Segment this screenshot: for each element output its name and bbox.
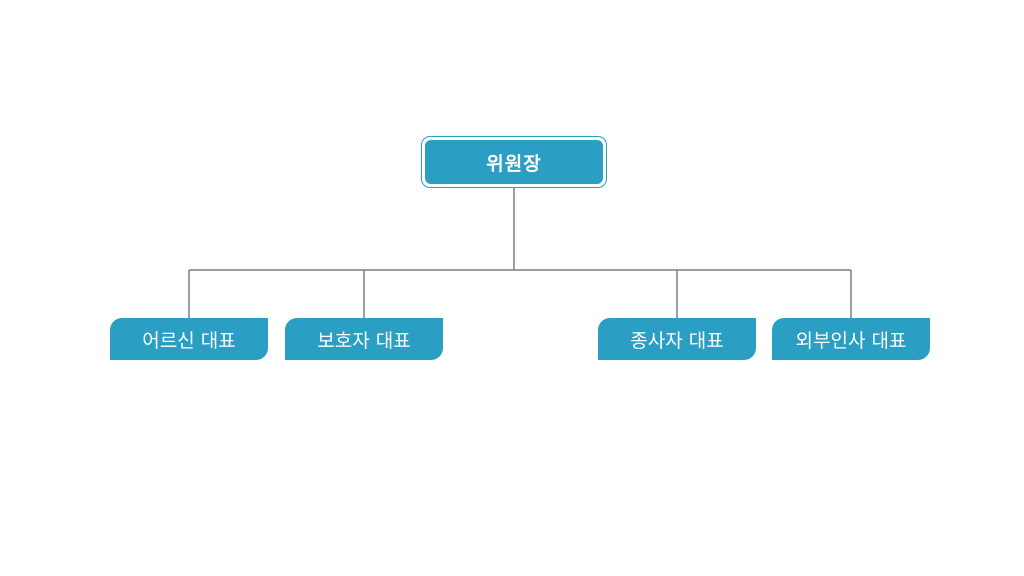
child-node-label: 보호자 대표 [317, 329, 411, 352]
root-node-label: 위원장 [486, 152, 542, 175]
child-node-label: 종사자 대표 [630, 329, 724, 352]
child-node-guardian-rep: 보호자 대표 [285, 318, 443, 360]
child-node-label: 외부인사 대표 [795, 329, 907, 352]
child-node-staff-rep: 종사자 대표 [598, 318, 756, 360]
child-node-label: 어르신 대표 [142, 329, 236, 352]
root-node: 위원장 [425, 140, 603, 184]
child-node-external-rep: 외부인사 대표 [772, 318, 930, 360]
root-node-frame: 위원장 [421, 136, 607, 188]
child-node-senior-rep: 어르신 대표 [110, 318, 268, 360]
